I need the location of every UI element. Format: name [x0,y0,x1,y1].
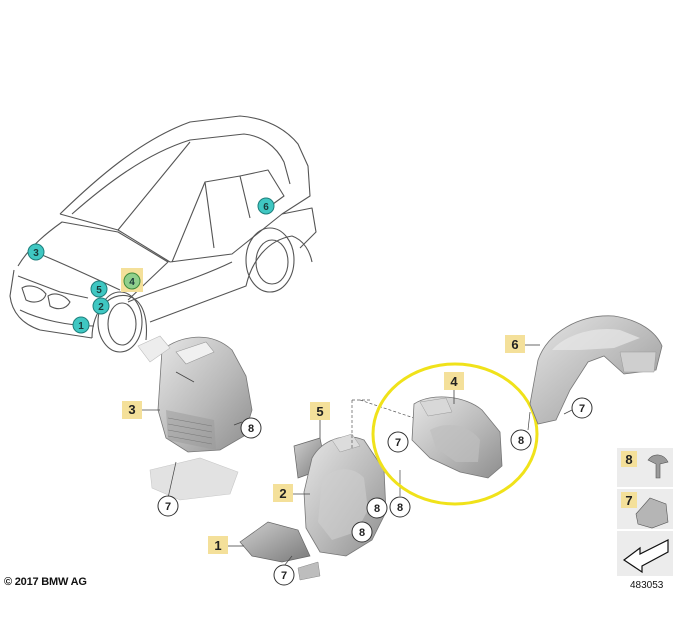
clip-8-icon [647,454,669,479]
car-callout-1-label: 1 [78,321,84,332]
part-1-label: 1 [214,538,221,553]
part-1-shield[interactable] [239,521,311,563]
legend-7-label: 7 [625,493,632,508]
part-5-tag [310,402,330,420]
car-callout-3[interactable]: 3 [27,243,45,261]
ref-8-e-label: 8 [518,435,524,447]
ref-7-b[interactable]: 7 [387,431,409,453]
car-callout-4-label: 4 [129,277,135,288]
ref-8-c[interactable]: 8 [389,470,411,518]
car-outline [9,115,317,353]
ref-8-b-label: 8 [374,503,380,515]
ref-7-c[interactable]: 7 [273,555,295,586]
car-callout-6-label: 6 [263,202,269,213]
part-5-label: 5 [316,404,323,419]
part-6-liner[interactable] [529,315,663,425]
leader-lines [351,399,421,448]
car-callouts: 3 5 2 1 4 6 [27,197,275,334]
legend-item-8[interactable]: 8 [621,451,669,479]
ref-7-c-label: 7 [281,570,287,582]
ref-7-a-label: 7 [165,501,171,513]
part-1-lower-piece [297,561,321,581]
ref-8-b[interactable]: 8 [366,497,388,519]
part-3-flap [137,335,171,363]
ref-8-e[interactable]: 8 [510,411,532,451]
part-3-label: 3 [128,402,135,417]
highlight-ring [371,362,539,506]
part-1-tag [208,536,228,554]
part-2-tag [273,484,293,502]
part-6-label: 6 [511,337,518,352]
copyright-text: © 2017 BMW AG [4,576,87,588]
arrow-icon [622,539,669,574]
ref-7-a[interactable]: 7 [157,461,179,517]
ref-8-c-label: 8 [397,502,403,514]
legend-item-7[interactable]: 7 [621,492,669,529]
ref-7-d-label: 7 [579,403,585,415]
part-3-lower-panel [149,457,239,501]
part-3-tag [122,401,142,419]
part-2-label: 2 [279,486,286,501]
car-callout-3-label: 3 [33,248,39,259]
ref-7-b-label: 7 [395,437,401,449]
car-callout-5-label: 5 [96,285,102,296]
part-2-liner[interactable] [303,433,387,557]
car-callout-4[interactable]: 4 [121,268,143,292]
legend-8-label: 8 [625,452,632,467]
ref-8-d[interactable]: 8 [351,521,373,543]
ref-8-a-label: 8 [248,423,254,435]
ref-8-a[interactable]: 8 [233,417,262,439]
part-4-tag [444,372,464,390]
car-callout-2[interactable]: 2 [92,297,110,315]
car-callout-6[interactable]: 6 [257,197,275,215]
part-6-tag [505,335,525,353]
part-4-label: 4 [450,374,458,389]
document-number: 483053 [630,580,664,591]
part-4-liner[interactable] [411,396,503,479]
ref-7-d[interactable]: 7 [563,397,593,419]
car-callout-1[interactable]: 1 [72,316,90,334]
car-callout-2-label: 2 [98,302,104,313]
clip-7-icon [635,497,669,529]
ref-8-d-label: 8 [359,527,365,539]
part-3-liner[interactable] [157,336,253,453]
car-callout-5[interactable]: 5 [90,280,108,298]
